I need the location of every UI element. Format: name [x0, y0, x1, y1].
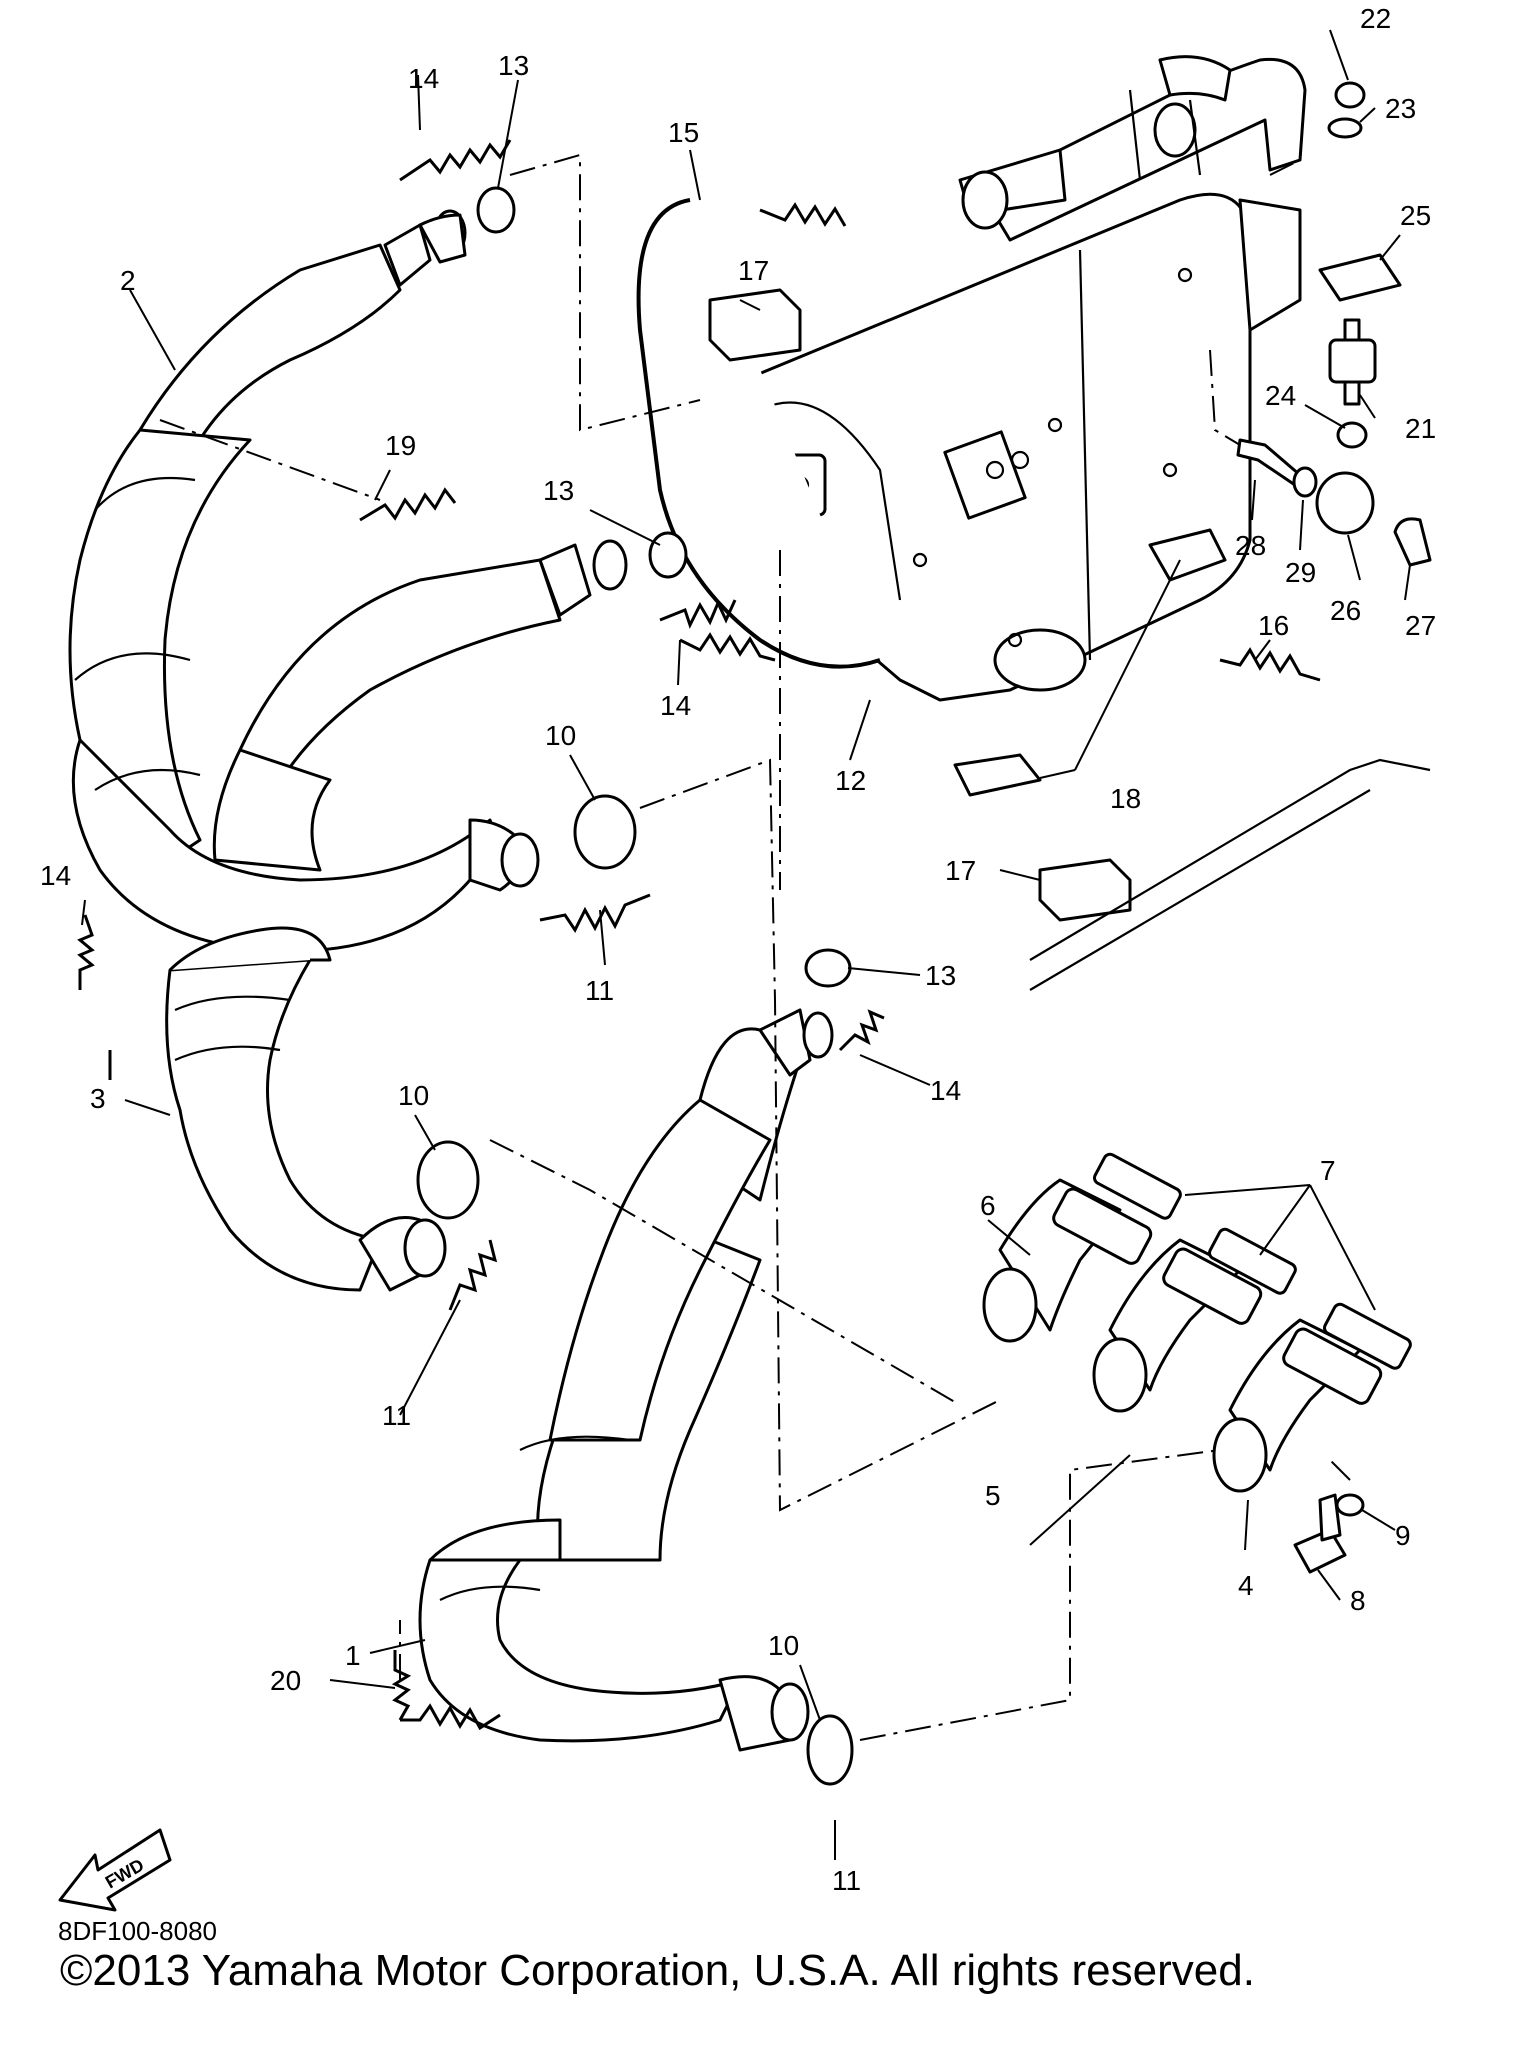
alignment-lines — [159, 153, 1351, 1741]
copyright-notice: ©2013 Yamaha Motor Corporation, U.S.A. A… — [60, 1946, 1255, 1995]
callout-11-a: 11 — [585, 975, 614, 1006]
joint-ring-10-a — [573, 794, 637, 870]
joint-ring-10-b — [416, 1140, 480, 1220]
callout-13-c: 13 — [925, 960, 956, 991]
callout-14-d: 14 — [930, 1075, 961, 1106]
callout-19: 19 — [385, 430, 416, 461]
callout-25: 25 — [1400, 200, 1431, 231]
bracket-17-b — [1038, 858, 1132, 922]
expansion-chamber-2 — [68, 209, 540, 953]
leader-lines — [81, 29, 1411, 1860]
callout-26: 26 — [1330, 595, 1361, 626]
callout-7: 7 — [1320, 1155, 1336, 1186]
callout-23: 23 — [1385, 93, 1416, 124]
callout-18: 18 — [1110, 783, 1141, 814]
o-ring-13-c — [804, 948, 852, 988]
callout-3: 3 — [90, 1083, 106, 1114]
washer-9 — [1335, 1493, 1365, 1517]
exhaust-pipe-4 — [1212, 1318, 1383, 1493]
callout-11-c: 11 — [832, 1865, 861, 1896]
callout-13-b: 13 — [543, 475, 574, 506]
callout-17-a: 17 — [738, 255, 769, 286]
bracket-25 — [1318, 253, 1402, 302]
callout-10-b: 10 — [398, 1080, 429, 1111]
callout-16: 16 — [1258, 610, 1289, 641]
callout-2: 2 — [120, 265, 136, 296]
rubber-mount-21 — [1328, 318, 1377, 406]
o-ring-13-a — [476, 186, 516, 234]
washer-23 — [1327, 117, 1363, 139]
exhaust-pipe-6 — [982, 1178, 1153, 1343]
damper-18-a — [1148, 528, 1227, 582]
nut-22 — [1334, 81, 1366, 109]
callout-5: 5 — [985, 1480, 1001, 1511]
callout-10-c: 10 — [768, 1630, 799, 1661]
gaskets-7 — [1093, 1152, 1412, 1370]
expansion-chamber-3 — [165, 539, 628, 1292]
o-ring-13-b — [648, 531, 688, 579]
callout-1: 1 — [345, 1640, 361, 1671]
damper-18-b — [953, 753, 1042, 797]
callout-10-a: 10 — [545, 720, 576, 751]
callout-14-a: 14 — [408, 63, 439, 94]
washer-29 — [1292, 466, 1318, 498]
callout-6: 6 — [980, 1190, 996, 1221]
nut-24 — [1336, 421, 1368, 449]
fwd-arrow: FWD — [58, 1828, 172, 1912]
joint-ring-10-c — [806, 1714, 854, 1786]
exhaust-pipe-5 — [1092, 1238, 1263, 1413]
callout-4: 4 — [1238, 1570, 1254, 1601]
callout-20: 20 — [270, 1665, 301, 1696]
callout-14-c: 14 — [40, 860, 71, 891]
hose-15 — [636, 198, 881, 669]
callout-17-b: 17 — [945, 855, 976, 886]
callout-28: 28 — [1235, 530, 1266, 561]
callout-9: 9 — [1395, 1520, 1411, 1551]
bracket-17-a — [708, 288, 802, 362]
callout-13-a: 13 — [498, 50, 529, 81]
callout-14-b: 14 — [660, 690, 691, 721]
bolt-8 — [1293, 1493, 1347, 1574]
collar-27 — [1393, 517, 1432, 567]
callout-21: 21 — [1405, 413, 1436, 444]
grommet-26 — [1315, 471, 1375, 535]
callout-24: 24 — [1265, 380, 1296, 411]
callout-27: 27 — [1405, 610, 1436, 641]
callout-15: 15 — [668, 117, 699, 148]
callout-22: 22 — [1360, 3, 1391, 34]
callout-11-b: 11 — [382, 1400, 411, 1431]
callout-12: 12 — [835, 765, 866, 796]
callout-8: 8 — [1350, 1585, 1366, 1616]
springs — [77, 139, 1321, 1731]
callout-29: 29 — [1285, 557, 1316, 588]
callout-numbers: 1 2 3 4 5 6 7 8 9 10 10 10 11 11 11 12 1… — [40, 3, 1436, 1896]
hull-frame-rail — [1029, 758, 1431, 991]
muffler-inlet-tubes — [958, 55, 1307, 242]
diagram-code: 8DF100-8080 — [58, 1916, 217, 1946]
